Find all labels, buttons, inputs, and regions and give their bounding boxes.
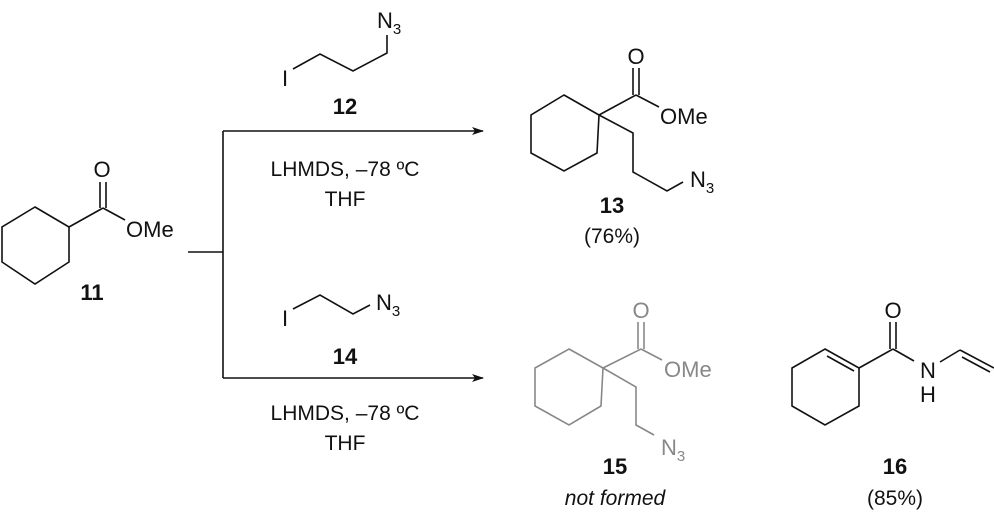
atom-label: H (920, 382, 936, 407)
compound-16-yield: (85%) (867, 487, 923, 510)
reagent-12-structure: I N3 12 (282, 8, 401, 119)
atom-label: N3 (661, 435, 685, 465)
bottom-conditions-line1: LHMDS, –78 ºC (271, 402, 420, 425)
atom-label: OMe (126, 217, 174, 242)
compound-13-label: 13 (600, 193, 624, 218)
compound-13-yield: (76%) (584, 225, 640, 248)
atom-label: O (632, 298, 649, 323)
compound-15-structure: O OMe N3 (534, 298, 712, 465)
compound-11-label: 11 (80, 280, 103, 305)
reagent-14-structure: I N3 14 (282, 290, 400, 369)
atom-label: O (93, 157, 110, 182)
atom-label: N (920, 358, 936, 383)
bottom-conditions-line2: THF (325, 432, 366, 455)
reagent-14-label: 14 (333, 344, 358, 369)
compound-13-structure: O OMe N3 13 (76%) (530, 44, 714, 248)
atom-label: OMe (660, 104, 708, 129)
atom-label: N3 (377, 8, 401, 38)
reaction-arrows (188, 127, 484, 382)
atom-label: I (282, 306, 288, 331)
atom-label: I (282, 66, 288, 91)
compound-15-label: 15 (603, 454, 627, 479)
atom-label: N3 (690, 167, 714, 197)
top-conditions-line2: THF (325, 188, 366, 211)
compound-11-structure: O OMe 11 (1, 157, 174, 305)
atom-label: OMe (664, 357, 712, 382)
compound-16-label: 16 (883, 454, 907, 479)
reagent-12-label: 12 (333, 94, 357, 119)
atom-label: N3 (376, 290, 400, 320)
atom-label: O (884, 298, 901, 323)
atom-label: O (627, 44, 644, 69)
compound-15-note: not formed (565, 487, 667, 510)
top-conditions-line1: LHMDS, –78 ºC (271, 158, 420, 181)
compound-16-structure: O N H 16 (85%) (791, 298, 994, 510)
